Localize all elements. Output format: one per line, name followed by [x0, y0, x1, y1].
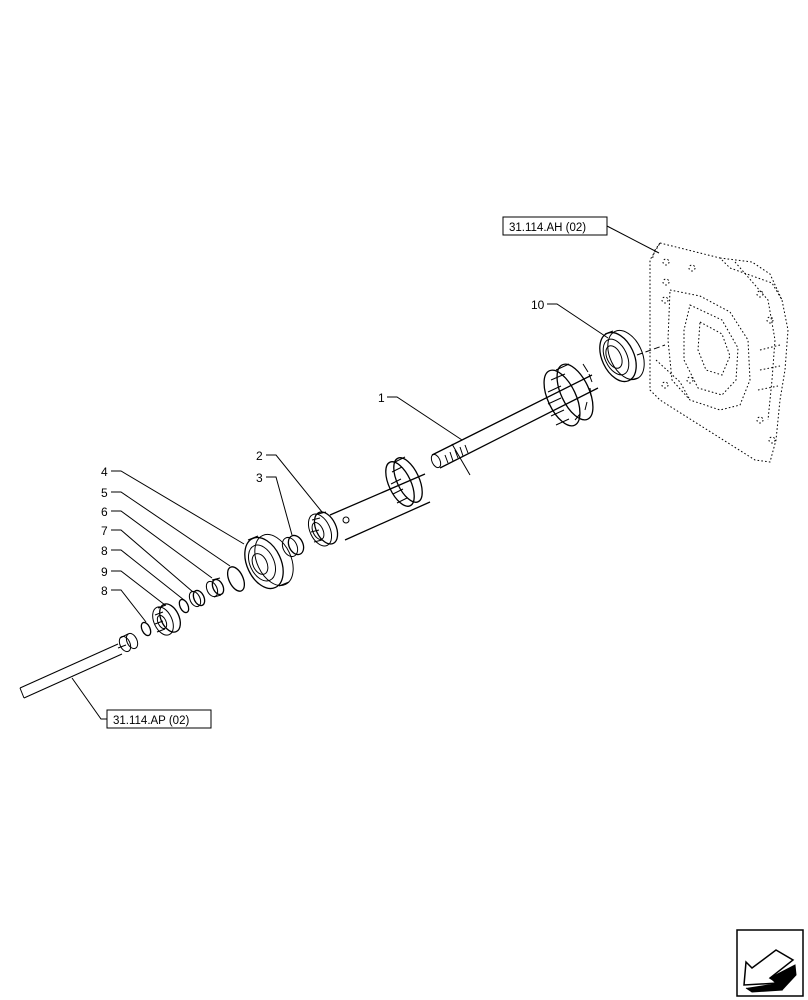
- bushing-6[interactable]: [204, 577, 226, 599]
- shaft-1[interactable]: [429, 359, 600, 476]
- leader-lines: [71, 303, 609, 720]
- snap-ring-5[interactable]: [224, 564, 248, 593]
- callout-9[interactable]: 9: [101, 565, 108, 579]
- hollow-shaft[interactable]: [304, 454, 431, 550]
- gear-9[interactable]: [149, 601, 185, 639]
- snap-ring-8a[interactable]: [177, 598, 190, 614]
- ring-3[interactable]: [279, 533, 306, 559]
- callout-labels: 1 2 3 4 5 6 7 8 9 8 10: [101, 298, 545, 598]
- reference-bottom-label: 31.114.AP (02): [113, 715, 189, 727]
- callout-1[interactable]: 1: [378, 391, 385, 405]
- housing-outline: [649, 242, 789, 463]
- lower-shaft: [19, 632, 139, 699]
- bearing-10[interactable]: [593, 325, 652, 388]
- callout-4[interactable]: 4: [101, 465, 108, 479]
- callout-8b[interactable]: 8: [101, 584, 108, 598]
- callout-2[interactable]: 2: [256, 449, 263, 463]
- reference-top[interactable]: 31.114.AH (02): [502, 216, 660, 254]
- ring-7[interactable]: [187, 589, 207, 609]
- callout-10[interactable]: 10: [531, 298, 545, 312]
- snap-ring-8b[interactable]: [139, 621, 152, 637]
- callout-8a[interactable]: 8: [101, 544, 108, 558]
- callout-3[interactable]: 3: [256, 471, 263, 485]
- reference-top-label: 31.114.AH (02): [509, 222, 586, 234]
- axis-line: [636, 344, 666, 356]
- callout-7[interactable]: 7: [101, 524, 108, 538]
- callout-6[interactable]: 6: [101, 505, 108, 519]
- reference-bottom[interactable]: 31.114.AP (02): [106, 709, 212, 729]
- bearing-4[interactable]: [237, 528, 301, 594]
- arrow-icon[interactable]: [736, 929, 804, 997]
- callout-5[interactable]: 5: [101, 486, 108, 500]
